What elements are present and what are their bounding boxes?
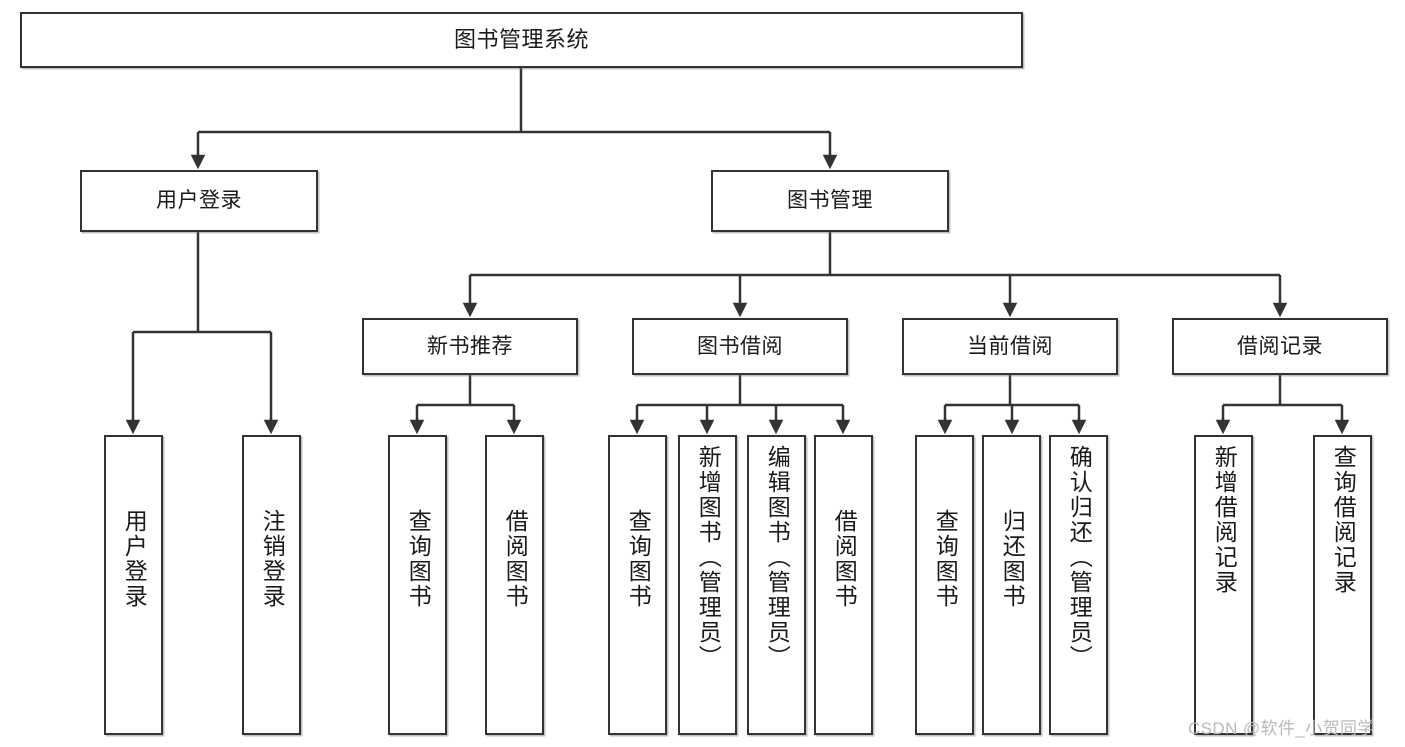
leaf-add-book-admin[interactable]: 新增图书（管理员） (678, 435, 737, 735)
node-label: 归还图书 (999, 509, 1026, 609)
node-label: 查询图书 (405, 509, 432, 609)
leaf-user-login[interactable]: 用户登录 (104, 435, 163, 735)
leaf-borrow-book[interactable]: 借阅图书 (814, 435, 873, 735)
leaf-query-book-recommend[interactable]: 查询图书 (388, 435, 447, 735)
node-label: 编辑图书（管理员） (764, 445, 791, 670)
node-label: 图书管理系统 (453, 26, 589, 52)
node-book-management[interactable]: 图书管理 (711, 170, 949, 232)
node-label: 用户登录 (121, 509, 148, 609)
node-label: 借阅图书 (502, 509, 529, 609)
node-user-login[interactable]: 用户登录 (80, 170, 318, 232)
node-book-borrow[interactable]: 图书借阅 (632, 318, 848, 375)
watermark-text: CSDN @软件_小贺同学 (1188, 719, 1375, 738)
leaf-add-borrow-record[interactable]: 新增借阅记录 (1194, 435, 1253, 735)
leaf-edit-book-admin[interactable]: 编辑图书（管理员） (747, 435, 806, 735)
node-label: 借阅图书 (831, 509, 858, 609)
node-label: 查询图书 (932, 509, 959, 609)
leaf-return-book[interactable]: 归还图书 (982, 435, 1041, 735)
leaf-confirm-return-admin[interactable]: 确认归还（管理员） (1049, 435, 1108, 735)
node-current-borrow[interactable]: 当前借阅 (902, 318, 1118, 375)
leaf-query-book-current[interactable]: 查询图书 (915, 435, 974, 735)
node-label: 查询借阅记录 (1330, 445, 1357, 595)
node-new-book-recommend[interactable]: 新书推荐 (362, 318, 578, 375)
leaf-query-book-borrow[interactable]: 查询图书 (608, 435, 667, 735)
node-label: 注销登录 (259, 509, 286, 609)
leaf-logout[interactable]: 注销登录 (242, 435, 301, 735)
node-root-system[interactable]: 图书管理系统 (20, 12, 1023, 68)
node-label: 新增图书（管理员） (695, 445, 722, 670)
leaf-query-borrow-record[interactable]: 查询借阅记录 (1313, 435, 1372, 735)
node-label: 用户登录 (156, 189, 242, 213)
node-label: 当前借阅 (967, 334, 1053, 358)
node-label: 新增借阅记录 (1211, 445, 1238, 595)
leaf-borrow-book-recommend[interactable]: 借阅图书 (485, 435, 544, 735)
node-label: 图书管理 (787, 189, 873, 213)
node-label: 图书借阅 (697, 334, 783, 358)
node-label: 确认归还（管理员） (1066, 445, 1093, 670)
node-label: 查询图书 (625, 509, 652, 609)
node-label: 借阅记录 (1237, 334, 1323, 358)
node-label: 新书推荐 (427, 334, 513, 358)
node-borrow-record[interactable]: 借阅记录 (1172, 318, 1388, 375)
